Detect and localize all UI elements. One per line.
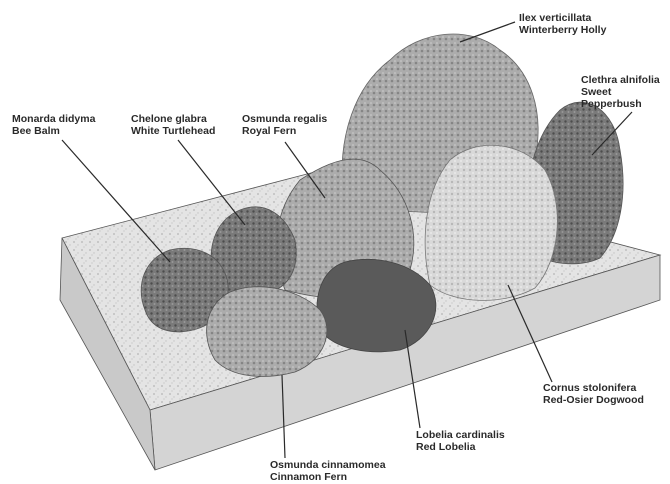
latin-name: Clethra alnifolia — [581, 74, 660, 86]
leader-line-ilex — [460, 22, 515, 42]
common-name: Bee Balm — [12, 125, 95, 137]
common-name-line1: Sweet — [581, 86, 660, 98]
common-name: Red-Osier Dogwood — [543, 394, 644, 406]
common-name: Red Lobelia — [416, 441, 505, 453]
label-chelone-glabra: Chelone glabra White Turtlehead — [131, 113, 215, 137]
label-cornus-stolonifera: Cornus stolonifera Red-Osier Dogwood — [543, 382, 644, 406]
label-osmunda-regalis: Osmunda regalis Royal Fern — [242, 113, 327, 137]
common-name: Royal Fern — [242, 125, 327, 137]
latin-name: Osmunda regalis — [242, 113, 327, 125]
common-name-line2: Pepperbush — [581, 98, 660, 110]
red-osier-dogwood-shrub — [425, 145, 557, 300]
common-name: Cinnamon Fern — [270, 471, 386, 483]
common-name: White Turtlehead — [131, 125, 215, 137]
label-osmunda-cinnamomea: Osmunda cinnamomea Cinnamon Fern — [270, 459, 386, 483]
latin-name: Cornus stolonifera — [543, 382, 644, 394]
label-clethra-alnifolia: Clethra alnifolia Sweet Pepperbush — [581, 74, 660, 110]
latin-name: Ilex verticillata — [519, 12, 606, 24]
latin-name: Monarda didyma — [12, 113, 95, 125]
label-lobelia-cardinalis: Lobelia cardinalis Red Lobelia — [416, 429, 505, 453]
latin-name: Osmunda cinnamomea — [270, 459, 386, 471]
common-name: Winterberry Holly — [519, 24, 606, 36]
latin-name: Lobelia cardinalis — [416, 429, 505, 441]
label-ilex-verticillata: Ilex verticillata Winterberry Holly — [519, 12, 606, 36]
latin-name: Chelone glabra — [131, 113, 215, 125]
label-monarda-didyma: Monarda didyma Bee Balm — [12, 113, 95, 137]
